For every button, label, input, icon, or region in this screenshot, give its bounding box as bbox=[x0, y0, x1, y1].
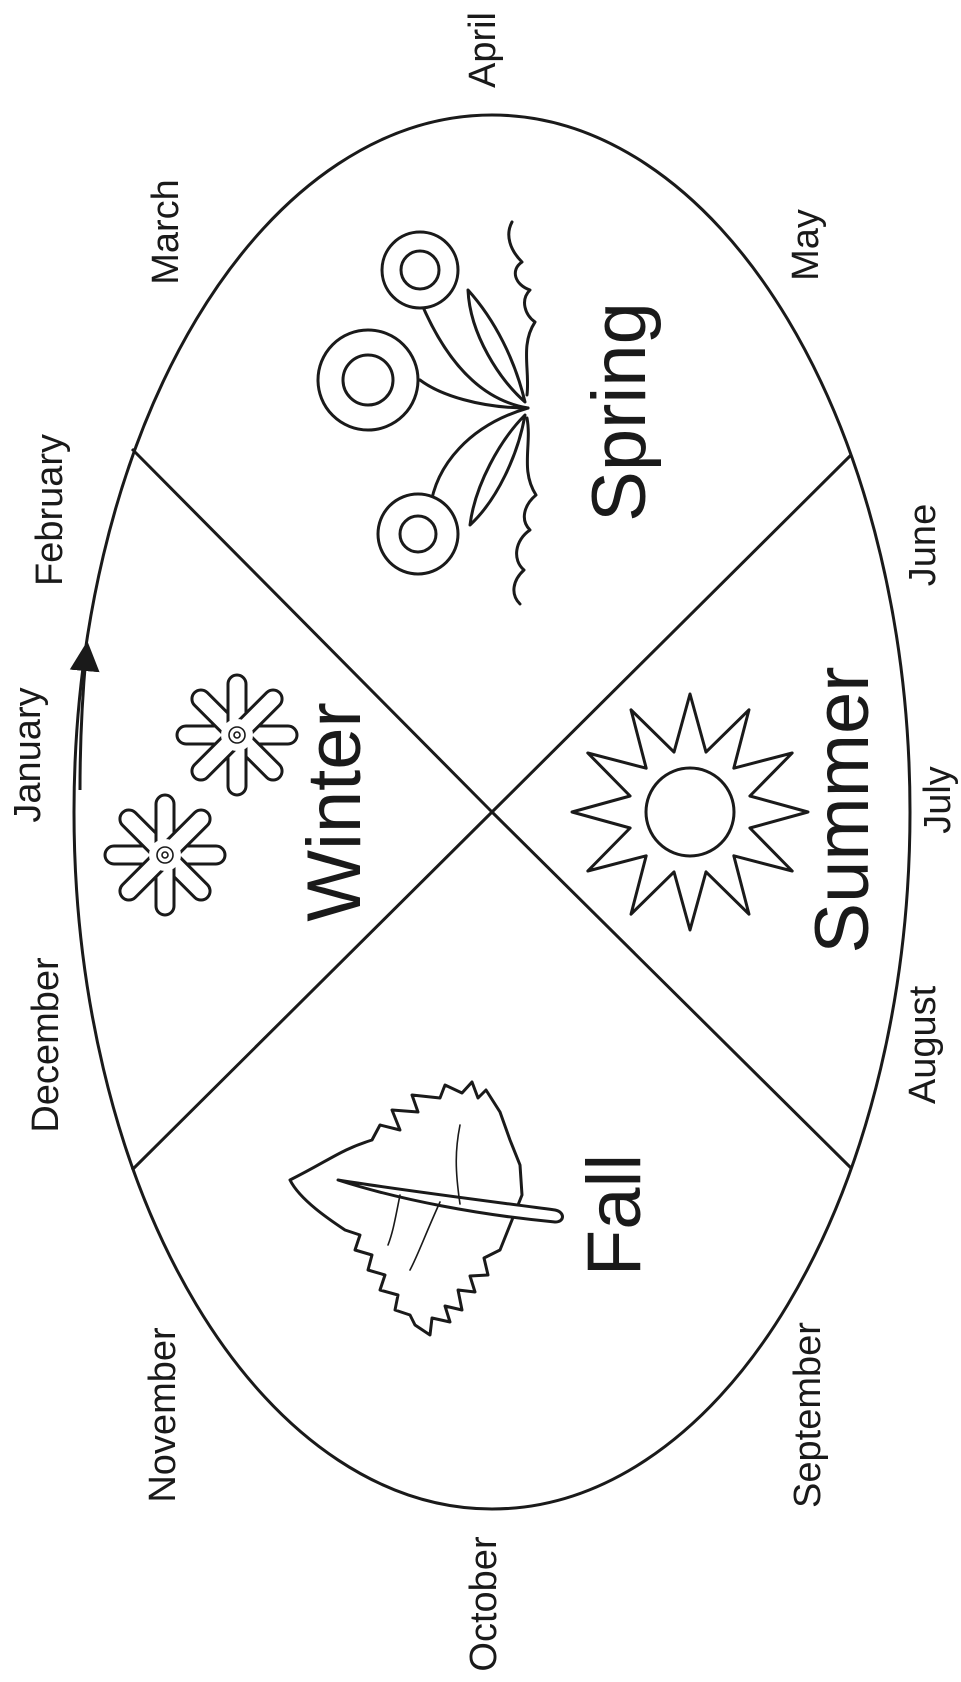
flower-icon bbox=[318, 222, 536, 604]
month-label-february: February bbox=[29, 434, 71, 586]
snowflake-icon-large bbox=[177, 675, 297, 795]
season-label-spring: Spring bbox=[577, 302, 662, 522]
month-label-december: December bbox=[25, 957, 67, 1133]
season-label-fall: Fall bbox=[572, 1154, 657, 1276]
month-label-march: March bbox=[145, 179, 187, 285]
month-label-july: July bbox=[917, 766, 959, 834]
season-label-winter: Winter bbox=[292, 702, 377, 922]
month-label-may: May bbox=[785, 209, 827, 281]
sun-icon bbox=[572, 694, 808, 930]
season-label-summer: Summer bbox=[800, 666, 885, 953]
month-label-october: October bbox=[463, 1536, 505, 1672]
month-label-september: September bbox=[787, 1322, 829, 1508]
month-label-january: January bbox=[7, 687, 49, 822]
month-label-june: June bbox=[902, 504, 944, 586]
month-label-april: April bbox=[462, 12, 504, 88]
month-label-august: August bbox=[902, 985, 944, 1104]
snowflake-icon bbox=[105, 675, 297, 915]
leaf-icon bbox=[290, 1082, 563, 1335]
month-label-november: November bbox=[142, 1327, 184, 1503]
snowflake-icon-small bbox=[105, 795, 225, 915]
